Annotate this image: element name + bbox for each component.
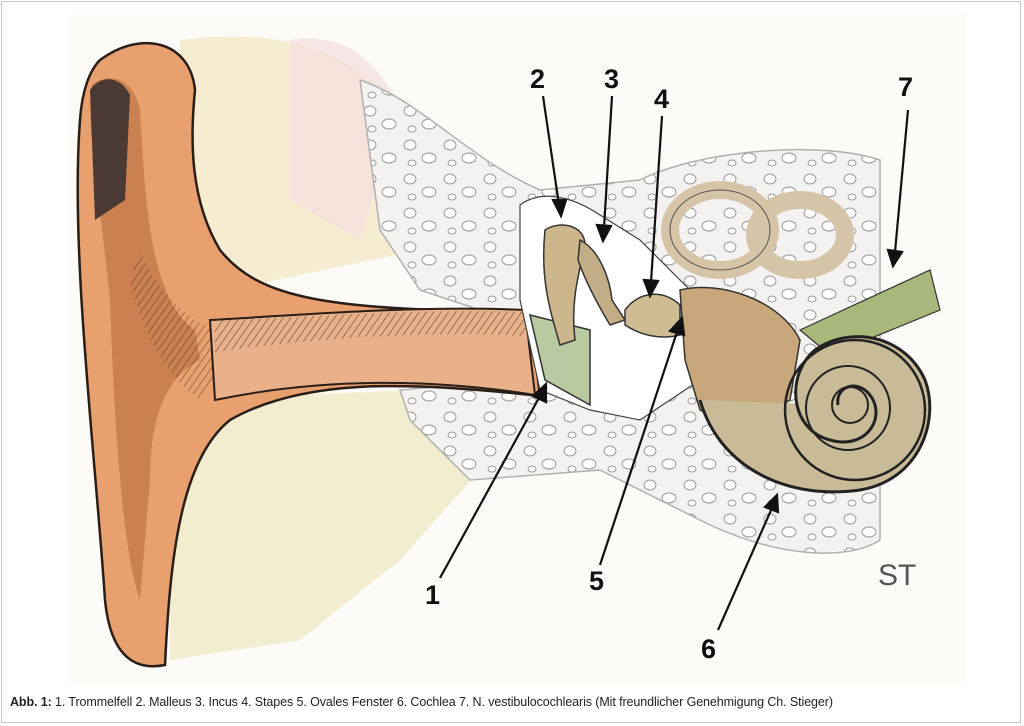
- malleus: [542, 224, 586, 346]
- label-4-stapes: 4: [654, 84, 670, 114]
- helix-shadow: [90, 79, 130, 221]
- figure-caption: Abb. 1: 1. Trommelfell 2. Malleus 3. Inc…: [10, 695, 833, 709]
- semicircular-canal-outline: [669, 189, 771, 271]
- label-1-eardrum: 1: [425, 580, 441, 610]
- label-arrows: [439, 95, 910, 631]
- label-6-cochlea: 6: [701, 634, 717, 664]
- label-5-oval-window: 5: [589, 566, 605, 596]
- concha: [90, 78, 200, 601]
- label-2-malleus: 2: [530, 64, 546, 94]
- signature: ST: [878, 559, 916, 592]
- ear-anatomy-illustration: ST: [76, 36, 941, 668]
- semicircular-canal-2: [746, 191, 854, 279]
- caption-prefix: Abb. 1:: [10, 695, 52, 709]
- ear-canal-hatching: [215, 311, 525, 352]
- label-7-nerve: 7: [898, 72, 914, 102]
- incus: [577, 238, 627, 326]
- label-3-incus: 3: [604, 64, 620, 94]
- soft-tissue-lower: [170, 390, 480, 660]
- caption-text: 1. Trommelfell 2. Malleus 3. Incus 4. St…: [55, 695, 833, 709]
- cochlea: [698, 335, 932, 494]
